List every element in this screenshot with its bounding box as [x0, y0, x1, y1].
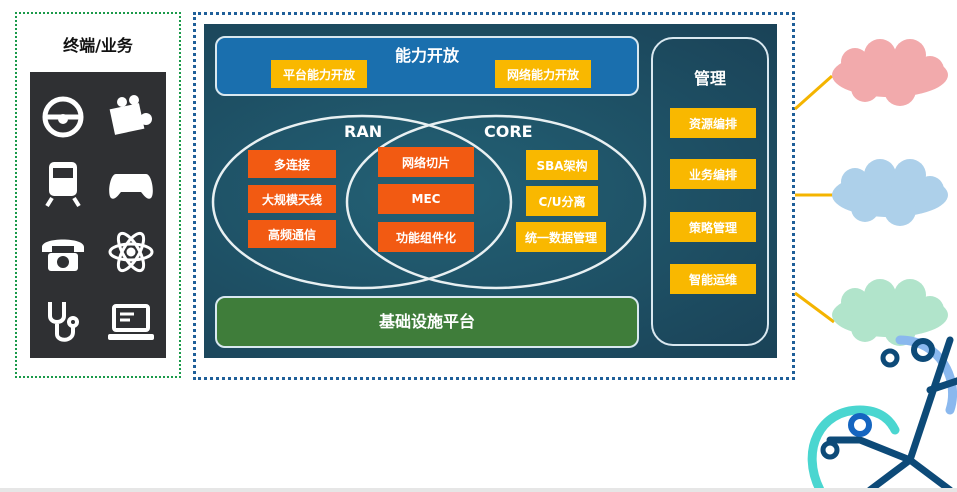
video-camera-icon	[109, 95, 152, 135]
green-cloud-icon	[832, 279, 948, 346]
management-item: 业务编排	[670, 159, 756, 189]
blue-cloud-icon	[832, 159, 948, 226]
ran-label: RAN	[344, 122, 383, 141]
management-panel: 管理	[651, 37, 769, 346]
pink-cloud-icon	[832, 39, 948, 106]
bottom-divider	[0, 488, 957, 492]
core-ellipse	[345, 114, 647, 290]
management-item: 资源编排	[670, 108, 756, 138]
infrastructure-platform-bar: 基础设施平台	[215, 296, 639, 348]
platform-capability-box: 平台能力开放	[271, 60, 367, 88]
shared-item: 功能组件化	[378, 222, 474, 252]
ran-item: 多连接	[248, 150, 336, 178]
core-label: CORE	[484, 122, 533, 141]
core-item: SBA架构	[526, 150, 598, 180]
shared-item: 网络切片	[378, 147, 474, 177]
train-icon	[45, 162, 81, 208]
management-item: 智能运维	[670, 264, 756, 294]
management-title: 管理	[693, 69, 726, 88]
core-item: C/U分离	[526, 186, 598, 216]
network-logo-icon	[807, 335, 957, 492]
terminal-icons-panel	[30, 72, 166, 358]
gamepad-icon	[109, 174, 153, 199]
stethoscope-icon	[48, 302, 79, 342]
ran-item: 高频通信	[248, 220, 336, 248]
terminal-service-frame	[15, 12, 181, 378]
capability-exposure-title: 能力开放	[394, 46, 459, 65]
shared-item: MEC	[378, 184, 474, 214]
connector-lines	[794, 74, 835, 324]
network-capability-box: 网络能力开放	[495, 60, 591, 88]
network-architecture-frame	[193, 12, 795, 380]
terminal-service-title: 终端/业务	[63, 36, 133, 55]
atom-icon	[108, 231, 154, 273]
clouds-and-logo	[794, 39, 957, 492]
ran-core-venn	[211, 114, 647, 290]
core-item: 统一数据管理	[516, 222, 606, 252]
architecture-diagram: 能力开放 平台能力开放 网络能力开放 RAN CORE 多连接 大规模天线 高频…	[204, 24, 777, 358]
management-item: 策略管理	[670, 212, 756, 242]
ran-item: 大规模天线	[248, 185, 336, 213]
laptop-icon	[108, 304, 154, 340]
ran-ellipse	[211, 114, 513, 290]
steering-wheel-icon	[42, 96, 84, 138]
telephone-icon	[42, 239, 84, 271]
